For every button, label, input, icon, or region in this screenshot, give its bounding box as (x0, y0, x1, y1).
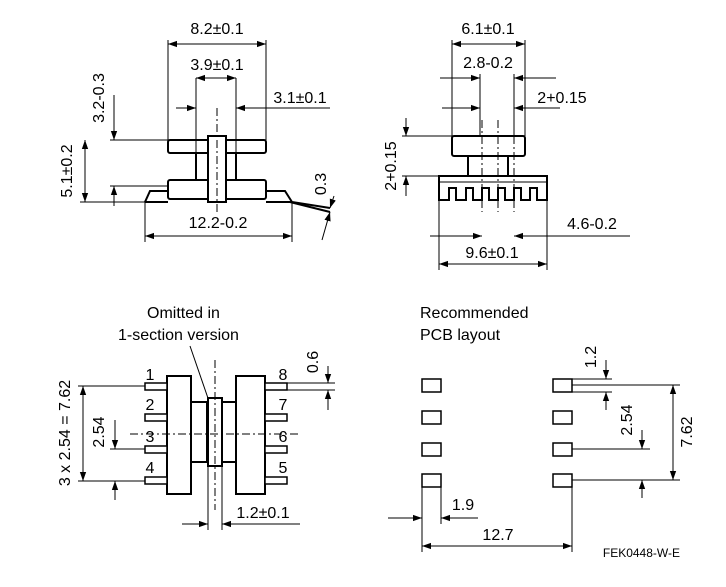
dim-slot: 2+0.15 (537, 90, 586, 107)
note-leader (189, 345, 211, 405)
pin-8 (264, 382, 288, 391)
pin-label-6: 6 (279, 429, 288, 446)
dim-pin-span: 4.6-0.2 (567, 216, 617, 233)
pcb-pad-8 (552, 378, 573, 393)
dim-pitch-total: 3 x 2.54 = 7.62 (57, 380, 74, 486)
pcb-pad-7 (552, 410, 573, 425)
right-bobbin (235, 375, 266, 495)
dim-height-top: 3.2-0.3 (91, 73, 108, 123)
dim-base-width: 9.6±0.1 (465, 245, 518, 262)
pcb-pad-5 (552, 473, 573, 488)
pin-label-1: 1 (146, 367, 155, 384)
slotted-base (438, 175, 548, 201)
dim-pin-width: 0.6 (305, 351, 322, 373)
dim-width-inner: 2.8-0.2 (463, 55, 513, 72)
pin-label-5: 5 (279, 460, 288, 477)
pcb-pad-3 (421, 442, 442, 457)
winding-core (467, 155, 509, 177)
note-line-1: Recommended (420, 305, 529, 322)
pin-1 (144, 382, 168, 391)
left-lead (144, 190, 168, 203)
drawing-code: FEK0448-W-E (603, 546, 680, 560)
note-line-1: Omitted in (147, 305, 220, 322)
pin-label-4: 4 (146, 460, 155, 477)
top-right-view: 6.1±0.1 2.8-0.2 2+0.15 2+0.15 4.6-0.2 9.… (383, 21, 630, 270)
pin-7 (264, 413, 288, 422)
dim-pitch: 2.54 (91, 416, 108, 447)
pcb-pad-4 (421, 473, 442, 488)
pcb-pad-2 (421, 410, 442, 425)
bottom-left-view: Omitted in 1-section version 1 2 3 4 5 6… (57, 305, 335, 530)
pin-label-3: 3 (146, 429, 155, 446)
right-lead (266, 190, 331, 209)
dim-height-total: 5.1±0.2 (59, 144, 76, 197)
dim-width-inner: 3.9±0.1 (190, 57, 243, 74)
pcb-pad-6 (552, 442, 573, 457)
pin-2 (144, 413, 168, 422)
pcb-pad-1 (421, 378, 442, 393)
dim-flange: 3.1±0.1 (273, 90, 326, 107)
dim-pitch: 2.54 (619, 404, 636, 435)
dim-pin-offset: 0.3 (313, 173, 330, 195)
dim-width-total: 6.1±0.1 (461, 21, 514, 38)
note-line-2: PCB layout (420, 327, 501, 344)
pin-label-8: 8 (279, 367, 288, 384)
bottom-right-view: Recommended PCB layout 1.2 2.54 7.62 (388, 305, 696, 552)
dim-height: 2+0.15 (383, 141, 400, 190)
pin-3 (144, 445, 168, 454)
dim-pad-width: 1.2 (583, 346, 600, 368)
dim-pitch-total: 7.62 (679, 416, 696, 447)
dim-gap: 1.2±0.1 (236, 505, 289, 522)
top-left-view: 8.2±0.1 3.9±0.1 3.1±0.1 3.2-0.3 5.1±0.2 … (59, 21, 336, 242)
pin-5 (264, 476, 288, 485)
dim-base-width: 12.2-0.2 (189, 215, 248, 232)
pin-4 (144, 476, 168, 485)
dim-pad-length: 1.9 (452, 497, 474, 514)
pin-6 (264, 445, 288, 454)
note-line-2: 1-section version (118, 327, 239, 344)
dim-width-total: 8.2±0.1 (190, 21, 243, 38)
dim-row-span: 12.7 (482, 527, 513, 544)
left-bobbin (166, 375, 192, 495)
pin-label-7: 7 (279, 397, 288, 414)
pin-label-2: 2 (146, 397, 155, 414)
